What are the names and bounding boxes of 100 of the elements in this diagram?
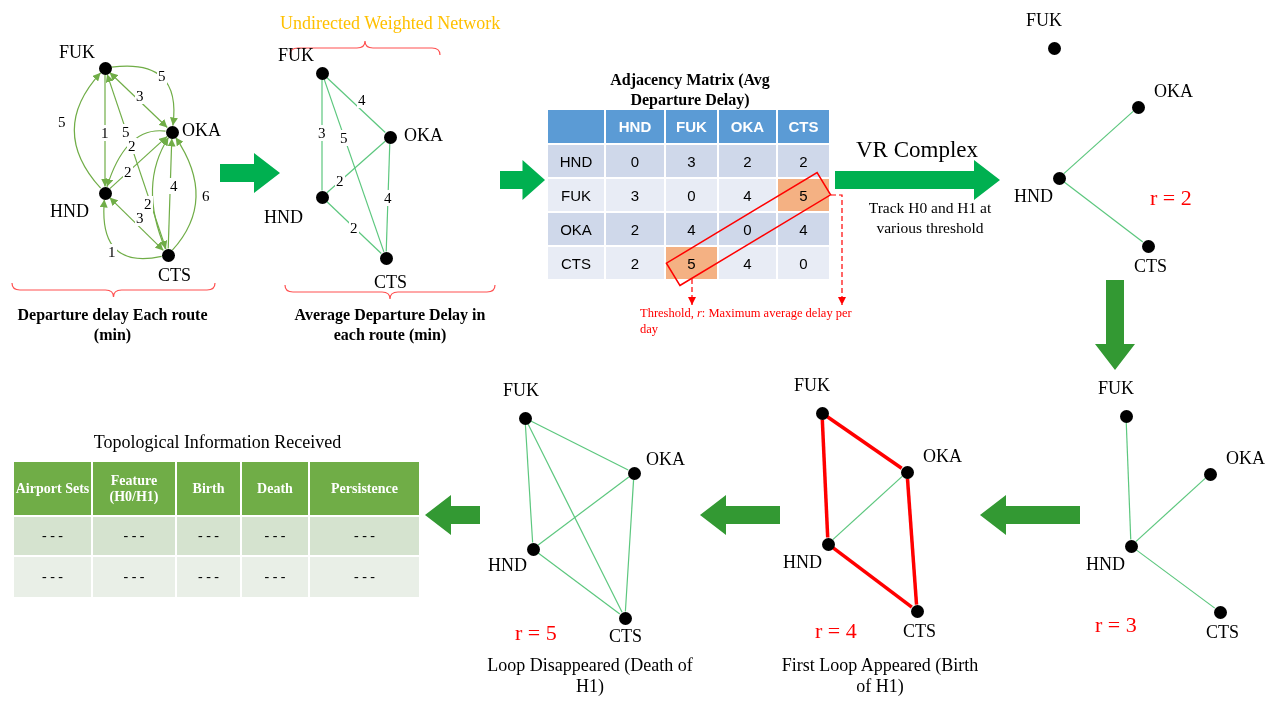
edge-label: 3 (135, 88, 145, 104)
airport-label: FUK (1098, 378, 1134, 398)
table-header-cell: OKA (719, 110, 776, 143)
airport-label: CTS (374, 272, 407, 292)
table-header-cell: HND (606, 110, 664, 143)
arrow (109, 196, 164, 252)
connector-line (1063, 181, 1144, 243)
arrow (101, 73, 109, 188)
table-cell: - - - (93, 517, 175, 555)
connector-line (826, 415, 903, 470)
table-cell: 2 (606, 247, 664, 279)
connector-line (537, 476, 630, 546)
connector-line (326, 76, 386, 134)
edge-label: 2 (143, 196, 153, 212)
connector-line (385, 142, 391, 253)
airport-label: HND (1014, 186, 1053, 206)
airport-label: HND (488, 555, 527, 575)
edge-label: 5 (339, 130, 349, 146)
table-header-cell: Death (242, 462, 308, 515)
radius-label: r = 2 (1150, 185, 1193, 212)
table-cell: - - - (14, 557, 91, 597)
airport-label: OKA (404, 125, 443, 145)
airport-label: HND (1086, 554, 1125, 574)
arrow (171, 136, 197, 251)
connector-line (323, 78, 385, 253)
table-header-cell: Persistence (310, 462, 419, 515)
edge-label: 4 (169, 178, 179, 194)
airport-label: OKA (923, 446, 962, 466)
table-cell: - - - (177, 557, 240, 597)
connector-line (1063, 110, 1134, 175)
table-cell: 0 (719, 213, 776, 245)
airport-label: FUK (503, 380, 539, 400)
table-header-cell: Birth (177, 462, 240, 515)
airport-label: HND (50, 201, 89, 221)
panel-title: Undirected Weighted Network (280, 12, 500, 35)
edge-label: 5 (121, 124, 131, 140)
connector-line (537, 552, 621, 615)
radius-label: r = 4 (815, 618, 858, 645)
airport-label: CTS (609, 626, 642, 646)
table-cell: 3 (606, 179, 664, 211)
table-cell: 0 (666, 179, 717, 211)
airport-label: OKA (1226, 448, 1265, 468)
airport-label: FUK (278, 45, 314, 65)
annotation-note: Threshold, r: Maximum average delay per day (640, 305, 855, 345)
table-header-cell: Feature (H0/H1) (93, 462, 175, 515)
edge-label: 2 (127, 138, 137, 154)
connector-line (527, 423, 623, 613)
table-cell: 0 (606, 145, 664, 177)
block-arrow (835, 160, 1000, 200)
connector-line (1135, 549, 1216, 609)
table-cell: 4 (719, 179, 776, 211)
block-arrow (980, 495, 1080, 535)
connector-line (524, 423, 534, 544)
leader-arrow (688, 278, 696, 306)
edge-label: 6 (201, 188, 211, 204)
panel-label: Average Departure Delay in each route (min) (293, 305, 487, 346)
block-arrow (425, 495, 480, 535)
edge-label: VR Complex (856, 137, 979, 163)
table-cell: OKA (548, 213, 604, 245)
airport-label: FUK (1026, 10, 1062, 30)
leader-arrow (830, 194, 846, 306)
connector-line (326, 200, 382, 255)
airport-label: CTS (158, 265, 191, 285)
block-arrow (1095, 280, 1135, 370)
block-arrow (220, 153, 280, 193)
block-arrow (500, 160, 545, 200)
table-cell: - - - (310, 557, 419, 597)
table-cell: 5 (778, 179, 829, 211)
table-cell: FUK (548, 179, 604, 211)
connector-line (1125, 421, 1132, 541)
connector-line (624, 478, 635, 613)
edge-label: 2 (335, 173, 345, 189)
table-cell: CTS (548, 247, 604, 279)
table-cell: - - - (242, 517, 308, 555)
airport-label: CTS (1206, 622, 1239, 642)
connector-line (832, 546, 913, 609)
edge-label: 1 (100, 125, 110, 141)
edge-label: 1 (107, 244, 117, 260)
table-header-cell: FUK (666, 110, 717, 143)
radius-label: r = 5 (515, 620, 558, 647)
arrow (100, 198, 163, 260)
connector-line (321, 78, 323, 192)
table-cell: - - - (242, 557, 308, 597)
table-header-cell: CTS (778, 110, 829, 143)
panel-label: First Loop Appeared (Birth of H1) (780, 655, 980, 698)
connector-line (905, 478, 919, 605)
table-cell: 3 (666, 145, 717, 177)
table-cell: 4 (778, 213, 829, 245)
arrow (110, 65, 178, 127)
annotation-text: Track H0 and H1 at various threshold (867, 198, 993, 238)
table-header-cell (548, 110, 604, 143)
table-cell: - - - (93, 557, 175, 597)
edge-label: 3 (317, 125, 327, 141)
table-cell: - - - (177, 517, 240, 555)
edge-label: 2 (349, 220, 359, 236)
table-cell: 4 (666, 213, 717, 245)
airport-label: OKA (1154, 81, 1193, 101)
edge-label: 3 (135, 210, 145, 226)
airport-label: HND (783, 552, 822, 572)
edge-label: 5 (57, 114, 67, 130)
